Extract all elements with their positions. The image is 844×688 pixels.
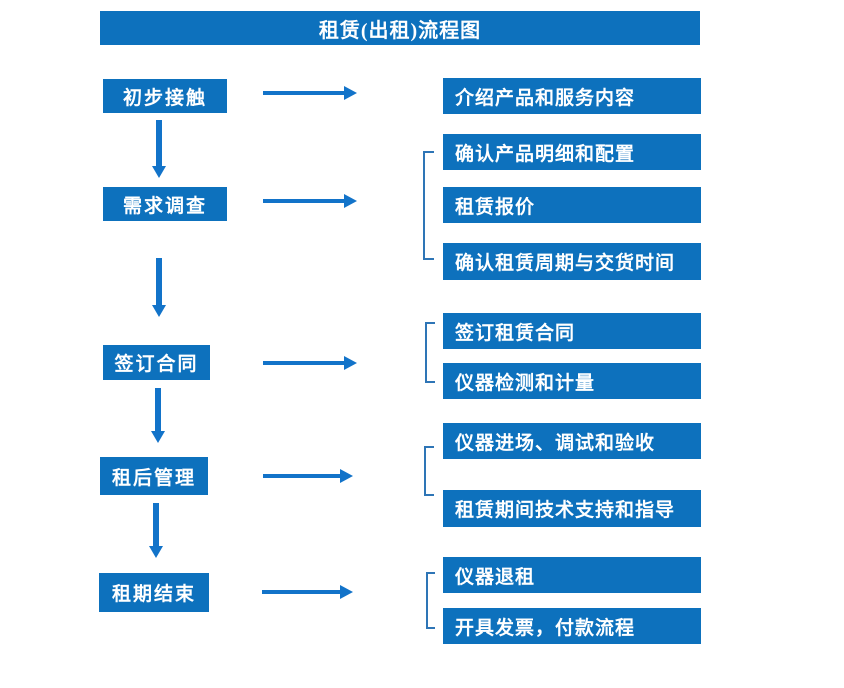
detail-box-instrument-return: 仪器退租: [443, 557, 701, 593]
step-box-demand-survey: 需求调查: [103, 187, 227, 221]
detail-box-sign-rental-contract: 签订租赁合同: [443, 313, 701, 349]
down-arrow-icon: [149, 503, 163, 558]
step-box-rental-end: 租期结束: [99, 573, 209, 612]
step-box-sign-contract: 签订合同: [103, 345, 210, 380]
down-arrow-icon: [151, 388, 165, 443]
right-arrow-icon: [263, 86, 357, 100]
detail-box-technical-support: 租赁期间技术支持和指导: [443, 490, 701, 527]
step-box-post-rental-management: 租后管理: [100, 457, 208, 495]
detail-box-introduce-products: 介绍产品和服务内容: [443, 78, 701, 114]
right-arrow-icon: [262, 585, 353, 599]
down-arrow-icon: [152, 120, 166, 178]
group-bracket: [426, 572, 435, 629]
detail-box-invoice-payment: 开具发票，付款流程: [443, 608, 701, 644]
flowchart-title: 租赁(出租)流程图: [100, 11, 700, 45]
detail-box-instrument-setup-acceptance: 仪器进场、调试和验收: [443, 423, 701, 459]
right-arrow-icon: [263, 194, 357, 208]
group-bracket: [424, 446, 434, 496]
right-arrow-icon: [263, 469, 353, 483]
down-arrow-icon: [152, 258, 166, 317]
detail-box-rental-quote: 租赁报价: [443, 187, 701, 223]
right-arrow-icon: [263, 356, 357, 370]
detail-box-confirm-rental-period: 确认租赁周期与交货时间: [443, 243, 701, 280]
step-box-initial-contact: 初步接触: [103, 79, 227, 113]
group-bracket: [423, 151, 434, 260]
detail-box-confirm-product-config: 确认产品明细和配置: [443, 134, 701, 170]
group-bracket: [425, 322, 435, 383]
detail-box-instrument-test-calibration: 仪器检测和计量: [443, 363, 701, 399]
